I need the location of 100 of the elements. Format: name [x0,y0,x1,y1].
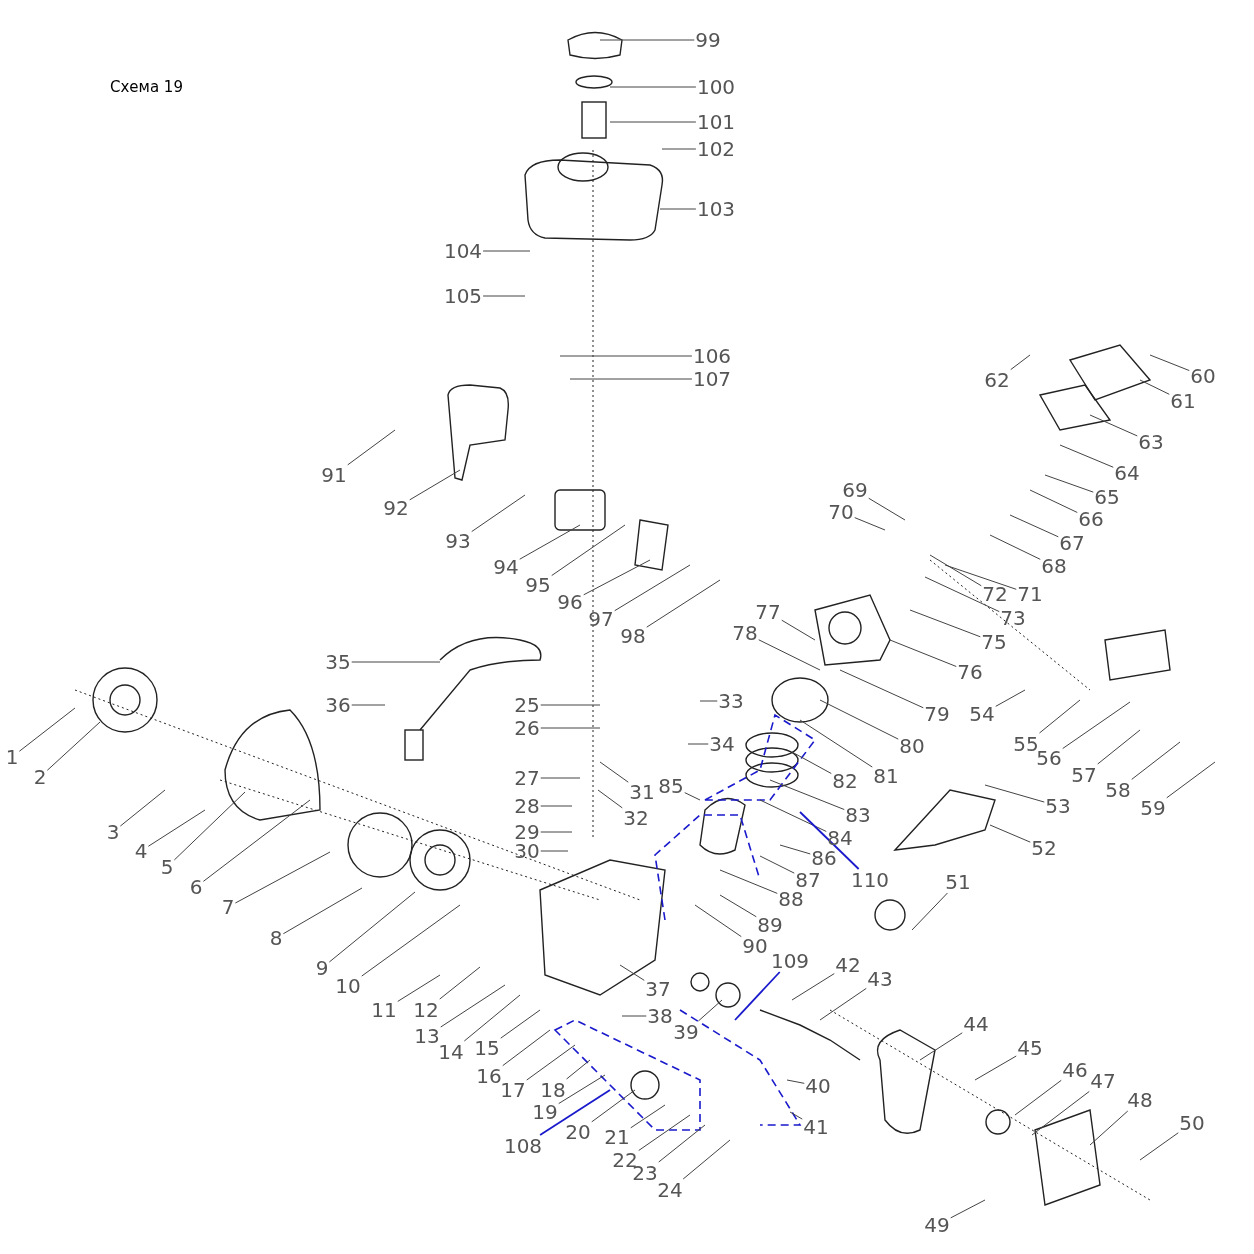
leader-line [173,791,246,861]
leader-line [609,121,697,123]
leader-line [1139,1132,1179,1161]
callout-number: 104 [442,240,484,262]
leader-line [119,789,166,827]
callout-number: 34 [708,733,736,755]
callout-number: 106 [691,345,733,367]
leader-line [646,579,721,628]
leader-line [799,811,860,870]
leader-line [1044,474,1094,493]
callout-number: 32 [622,807,650,829]
leader-line [519,524,581,560]
leader-line [719,894,757,918]
callout-number: 57 [1070,764,1098,786]
leader-line [995,689,1026,707]
leader-line [889,639,957,667]
leader-line [409,469,461,501]
callout-number: 107 [691,368,733,390]
callout-number: 49 [923,1214,951,1236]
callout-number: 88 [777,888,805,910]
callout-number: 68 [1040,555,1068,577]
leader-line [18,707,76,752]
callout-number: 76 [956,661,984,683]
leader-line [682,1139,731,1180]
callout-number: 47 [1089,1070,1117,1092]
leader-line [482,250,531,252]
callout-number: 12 [412,999,440,1021]
leader-line [566,1059,591,1080]
leader-line [781,619,816,641]
callout-number: 26 [513,717,541,739]
callout-number: 105 [442,285,484,307]
leader-line [944,564,1017,590]
leader-line [791,973,835,1001]
leader-line [759,855,795,874]
leader-line [854,517,886,531]
leader-line [558,1074,606,1105]
leader-line [786,1079,805,1084]
callout-number: 25 [513,694,541,716]
leader-line [282,887,363,935]
callout-number: 64 [1113,462,1141,484]
leader-line [661,148,697,150]
leader-line [630,1104,666,1129]
leader-line [1059,444,1114,468]
leader-line [909,609,981,638]
callout-number: 51 [944,871,972,893]
callout-number: 89 [756,914,784,936]
callout-number: 98 [619,625,647,647]
callout-number: 94 [492,556,520,578]
callout-number: 43 [866,968,894,990]
leader-line [540,831,573,833]
leader-line [799,719,873,768]
leader-line [638,1114,691,1151]
leader-line [328,891,416,963]
leader-line [609,86,697,88]
leader-line [500,1009,541,1039]
callout-number: 69 [841,479,869,501]
callout-number: 28 [513,795,541,817]
callout-number: 35 [324,651,352,673]
leader-line [687,743,709,745]
leader-line [471,494,526,533]
callout-number: 99 [694,29,722,51]
leader-line [583,559,651,596]
callout-number: 15 [473,1037,501,1059]
callout-number: 46 [1061,1059,1089,1081]
callout-number: 84 [826,827,854,849]
leader-line [984,784,1045,803]
leader-line [614,564,691,612]
callout-number: 41 [802,1116,830,1138]
callout-number: 6 [188,876,204,898]
callout-number: 66 [1077,508,1105,530]
leader-line [599,39,695,41]
callout-number: 30 [513,840,541,862]
leader-line [526,1044,576,1081]
callout-number: 10 [334,975,362,997]
leader-line [619,964,645,981]
leader-line [839,669,924,709]
leader-line [929,554,982,587]
callout-number: 62 [983,369,1011,391]
callout-number: 61 [1169,390,1197,412]
leader-line [924,576,1000,613]
leader-line [791,751,832,774]
callout-number: 38 [646,1005,674,1027]
callout-number: 109 [769,950,811,972]
callout-number: 86 [810,847,838,869]
leader-line [540,704,601,706]
callout-number: 1 [4,746,20,768]
leader-line [1009,514,1059,538]
leader-line [440,984,506,1028]
callout-number: 78 [731,622,759,644]
leader-line [1139,379,1170,395]
leader-line [46,721,101,771]
callout-number: 7 [220,896,236,918]
callout-number: 58 [1104,779,1132,801]
leader-line [819,699,899,740]
callout-number: 87 [794,869,822,891]
callout-number: 95 [524,574,552,596]
leader-line [697,999,723,1022]
leader-line [684,792,701,801]
callout-number: 80 [898,735,926,757]
leader-line [1062,701,1131,749]
